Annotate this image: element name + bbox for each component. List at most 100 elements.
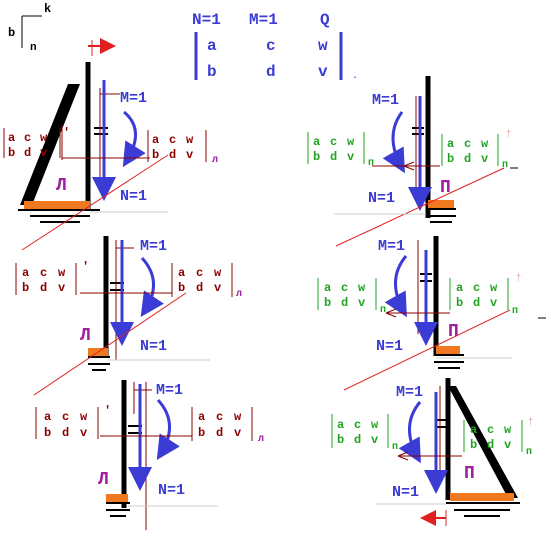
- svg-text:b: b: [8, 146, 15, 160]
- svg-text:b: b: [22, 281, 29, 295]
- svg-text:b: b: [152, 148, 159, 162]
- svg-text:a: a: [44, 410, 51, 424]
- svg-text:c: c: [354, 418, 361, 432]
- svg-text:†: †: [516, 273, 521, 283]
- svg-text:П: П: [448, 322, 459, 342]
- svg-text:п: п: [368, 158, 374, 169]
- svg-text:v: v: [40, 146, 47, 160]
- svg-text:c: c: [487, 423, 494, 437]
- svg-text:d: d: [354, 433, 361, 447]
- svg-text:w: w: [58, 266, 66, 280]
- svg-text:w: w: [80, 410, 88, 424]
- svg-text:v: v: [186, 148, 193, 162]
- header-w: w: [318, 37, 328, 55]
- svg-text:a: a: [447, 137, 454, 151]
- header-c: c: [266, 37, 276, 55]
- svg-text:†: †: [528, 417, 533, 427]
- svg-text:П: П: [464, 464, 475, 484]
- svg-text:d: d: [62, 426, 69, 440]
- svg-text:w: w: [214, 266, 222, 280]
- axes-symbol: k b n: [8, 2, 51, 54]
- svg-text:w: w: [186, 133, 194, 147]
- svg-text:c: c: [464, 137, 471, 151]
- svg-text:M=1: M=1: [378, 238, 405, 255]
- svg-text:w: w: [234, 410, 242, 424]
- right-panel-1: M=1 N=1 П a c w b d v п a c w b d v п †: [307, 76, 518, 247]
- svg-text:П: П: [440, 178, 451, 198]
- svg-text:b: b: [324, 296, 331, 310]
- svg-text:d: d: [24, 146, 31, 160]
- svg-text:v: v: [371, 433, 378, 447]
- svg-text:M=1: M=1: [396, 384, 423, 401]
- svg-text:w: w: [371, 418, 379, 432]
- axis-k-label: k: [44, 2, 51, 16]
- svg-text:v: v: [80, 426, 87, 440]
- svg-text:b: b: [178, 281, 185, 295]
- svg-text:w: w: [504, 423, 512, 437]
- left-1-m-label: M=1: [120, 90, 147, 107]
- svg-text:v: v: [490, 296, 497, 310]
- svg-text:d: d: [216, 426, 223, 440]
- axis-b-label: b: [8, 26, 15, 40]
- svg-text:b: b: [470, 438, 477, 452]
- svg-text:w: w: [358, 281, 366, 295]
- svg-text:v: v: [358, 296, 365, 310]
- svg-text:b: b: [456, 296, 463, 310]
- svg-text:N=1: N=1: [392, 484, 419, 501]
- left-panel-3: M=1 N=1 Л a c w b d v ' a c w b d v л: [35, 380, 264, 530]
- svg-text:d: d: [169, 148, 176, 162]
- header-d: d: [266, 63, 276, 81]
- svg-text:w: w: [481, 137, 489, 151]
- header-n: N=1: [192, 11, 221, 29]
- header-v: v: [318, 63, 328, 81]
- svg-text:л: л: [212, 155, 218, 166]
- svg-text:M=1: M=1: [156, 382, 183, 399]
- svg-text:d: d: [196, 281, 203, 295]
- svg-text:w: w: [40, 131, 48, 145]
- svg-text:b: b: [198, 426, 205, 440]
- svg-text:a: a: [456, 281, 463, 295]
- svg-text:c: c: [473, 281, 480, 295]
- header-q: Q: [320, 11, 330, 29]
- header-block: N=1 M=1 Q a c w b d v .: [192, 11, 358, 82]
- svg-text:': ': [82, 260, 89, 274]
- svg-text:a: a: [324, 281, 331, 295]
- right-panel-3: M=1 N=1 П a c w b d v п a c w b d v п †: [331, 378, 533, 526]
- svg-text:п: п: [526, 447, 532, 458]
- svg-text:M=1: M=1: [372, 92, 399, 109]
- svg-text:c: c: [169, 133, 176, 147]
- svg-text:': ': [63, 126, 70, 140]
- svg-text:a: a: [313, 135, 320, 149]
- svg-text:w: w: [347, 135, 355, 149]
- svg-text:v: v: [58, 281, 65, 295]
- svg-text:a: a: [22, 266, 29, 280]
- right-panel-2: M=1 N=1 П a c w b d v п a c w b d v п †: [317, 236, 546, 391]
- svg-text:b: b: [44, 426, 51, 440]
- svg-text:Л: Л: [98, 470, 109, 490]
- left-1-letter: Л: [56, 176, 67, 196]
- svg-text:d: d: [464, 152, 471, 166]
- svg-text:N=1: N=1: [140, 338, 167, 355]
- svg-text:c: c: [24, 131, 31, 145]
- left-panel-1: M=1 N=1 Л a c w b d v ' a c w b d v л: [3, 62, 218, 251]
- svg-text:b: b: [447, 152, 454, 166]
- svg-text:п: п: [380, 305, 386, 316]
- svg-text:c: c: [341, 281, 348, 295]
- svg-text:w: w: [490, 281, 498, 295]
- svg-text:п: п: [392, 442, 398, 453]
- svg-text:a: a: [337, 418, 344, 432]
- svg-text:d: d: [473, 296, 480, 310]
- svg-text:N=1: N=1: [376, 338, 403, 355]
- header-m: M=1: [249, 11, 278, 29]
- svg-text:v: v: [347, 150, 354, 164]
- svg-text:d: d: [40, 281, 47, 295]
- svg-text:M=1: M=1: [140, 238, 167, 255]
- left-1-n-label: N=1: [120, 188, 147, 205]
- svg-text:N=1: N=1: [158, 482, 185, 499]
- header-dot: .: [352, 71, 358, 82]
- svg-text:v: v: [214, 281, 221, 295]
- svg-text:c: c: [196, 266, 203, 280]
- svg-text:п: п: [512, 306, 518, 317]
- svg-text:c: c: [62, 410, 69, 424]
- svg-text:a: a: [198, 410, 205, 424]
